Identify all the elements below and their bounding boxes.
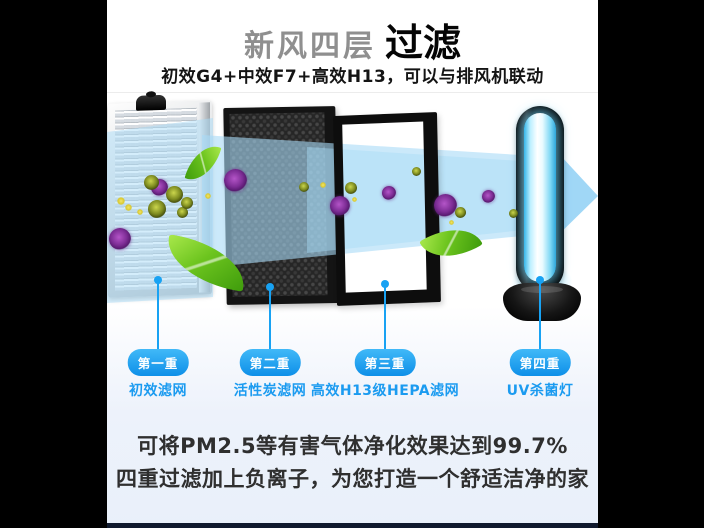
callout-dot-icon xyxy=(266,283,274,291)
stage-pill-3: 第三重 xyxy=(354,349,416,376)
callout-dot-icon xyxy=(536,276,544,284)
microbe-particle-icon xyxy=(177,207,188,218)
dust-speck-icon xyxy=(137,209,143,215)
dust-speck-icon xyxy=(117,197,125,205)
airflow-band-inner xyxy=(307,147,552,253)
microbe-particle-icon xyxy=(144,175,159,190)
microbe-particle-icon xyxy=(299,182,309,192)
microbe-particle-icon xyxy=(412,167,421,176)
virus-particle-icon xyxy=(224,169,247,192)
uv-lamp-image xyxy=(503,103,583,325)
dust-speck-icon xyxy=(352,197,357,202)
virus-particle-icon xyxy=(330,196,350,216)
header-divider xyxy=(107,92,598,93)
stage-pill-4: 第四重 xyxy=(509,349,571,376)
microbe-particle-icon xyxy=(166,186,183,203)
callout-line xyxy=(157,283,159,349)
microbe-particle-icon xyxy=(455,207,466,218)
stage-label-3: 高效H13级HEPA滤网 xyxy=(310,383,460,399)
microbe-particle-icon xyxy=(181,197,193,209)
particle-layer xyxy=(107,0,598,528)
stage-pill-1: 第一重 xyxy=(127,349,189,376)
microbe-particle-icon xyxy=(345,182,357,194)
leaf-icon xyxy=(184,139,222,187)
virus-particle-icon xyxy=(382,186,396,200)
title-bold: 过滤 xyxy=(384,21,461,65)
virus-particle-icon xyxy=(109,228,131,250)
stage-label-4: UV杀菌灯 xyxy=(506,383,574,399)
callout-dot-icon xyxy=(154,276,162,284)
footer-line-2: 四重过滤加上负离子，为您打造一个舒适洁净的家 xyxy=(116,467,589,491)
stage-label-2: 活性炭滤网 xyxy=(233,383,307,399)
letterbox-right xyxy=(598,0,704,528)
dust-speck-icon xyxy=(125,204,132,211)
title-light: 新风四层 xyxy=(243,29,376,64)
uv-lamp-bulb xyxy=(524,113,556,282)
stage-pill-2: 第二重 xyxy=(239,349,301,376)
poster-content: 新风四层过滤 初效G4+中效F7+高效H13，可以与排风机联动 xyxy=(107,0,598,528)
dust-speck-icon xyxy=(320,182,326,188)
virus-particle-icon xyxy=(434,194,457,217)
subtitle: 初效G4+中效F7+高效H13，可以与排风机联动 xyxy=(161,67,544,87)
bottom-bar xyxy=(107,523,598,528)
footer-line-1: 可将PM2.5等有害气体净化效果达到99.7% xyxy=(137,434,568,458)
callout-line xyxy=(539,283,541,349)
microbe-particle-icon xyxy=(148,200,166,218)
dust-speck-icon xyxy=(449,220,454,225)
callout-dot-icon xyxy=(381,280,389,288)
callout-line xyxy=(384,287,386,349)
letterbox-left xyxy=(0,0,107,528)
uv-lamp-tube xyxy=(516,106,564,292)
stage-label-1: 初效滤网 xyxy=(129,383,187,399)
microbe-particle-icon xyxy=(509,209,518,218)
virus-particle-icon xyxy=(482,190,495,203)
page-title: 新风四层过滤 xyxy=(107,12,598,67)
dust-speck-icon xyxy=(205,193,211,199)
callout-line xyxy=(269,290,271,349)
leaf-icon xyxy=(161,234,251,292)
uv-lamp-base xyxy=(503,283,581,321)
